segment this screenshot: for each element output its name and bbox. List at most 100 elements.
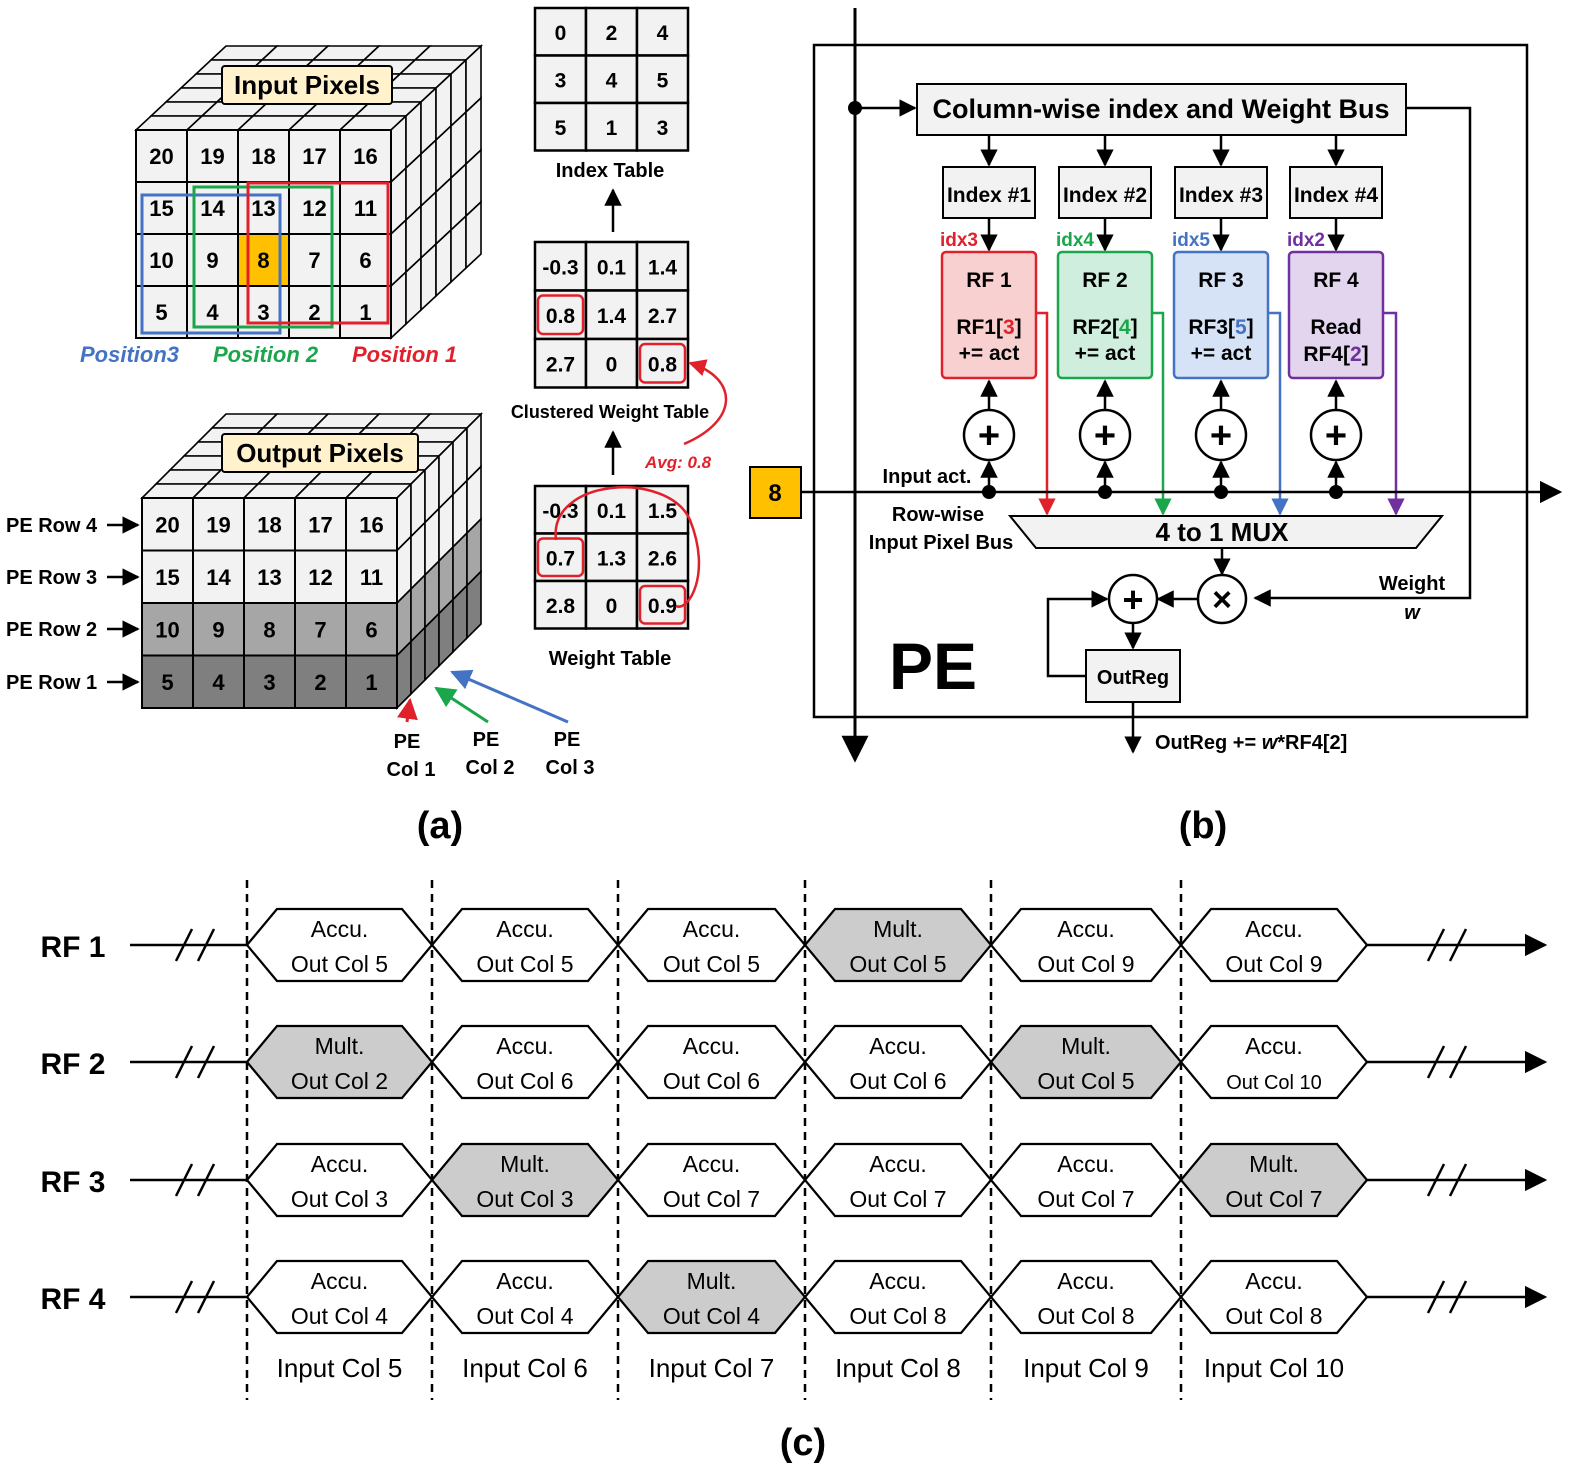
input-col-label: Input Col 6 [462,1353,588,1383]
table-value: 0 [555,22,567,45]
rf-op-line-1: RF1[3] [956,316,1021,339]
pe-frame [812,43,1529,719]
pixel-value: 15 [155,565,179,590]
cell-out-col: Out Col 8 [849,1303,946,1329]
input-value-box [749,466,802,519]
table-cell [533,484,588,535]
position-2-label: Position 2 [213,342,319,367]
weight-symbol: w [1404,602,1421,624]
pe-label: PE [889,629,977,703]
input-pixels-title: Input Pixels [234,70,380,100]
pe-row-4-label: PE Row 4 [6,515,98,537]
pe-row-1-label: PE Row 1 [6,672,97,694]
cell-op: Accu. [1245,1033,1303,1059]
cell-op: Accu. [683,1151,741,1177]
table-value: 2.8 [546,595,576,618]
table-value: 0.9 [648,595,677,618]
cell-out-col: Out Col 3 [291,1186,388,1212]
pixel-value: 2 [308,300,320,325]
table-cell [533,337,588,389]
column-bus-label: Column-wise index and Weight Bus [932,94,1389,124]
pixel-value: 16 [353,144,377,169]
pixel-value: 2 [314,670,326,695]
break-mark [1426,1280,1446,1314]
cube-front-cell [141,602,194,657]
break-mark [174,1045,194,1079]
cell-out-col: Out Col 4 [476,1303,573,1329]
pixel-value: 14 [206,565,231,590]
cell-op: Mult. [500,1151,550,1177]
table-cell [533,6,588,57]
table-value: 1.4 [648,256,678,279]
row-bus-label-2: Input Pixel Bus [869,532,1013,554]
mux [1007,515,1445,549]
table-value: 5 [657,69,669,92]
cell-op: Accu. [311,1151,369,1177]
outreg-equation: OutReg += w*RF4[2] [1155,732,1347,754]
caption-b: (b) [1179,805,1228,847]
index-label: Index #1 [947,184,1031,207]
rf-title: RF 3 [1198,269,1244,292]
break-mark [1448,928,1468,962]
table-cell [635,6,690,57]
input-col-label: Input Col 5 [277,1353,403,1383]
rf-op-line-1: RF3[5] [1188,316,1253,339]
table-value: 0.1 [597,256,627,279]
cube-front-cell [141,549,194,604]
table-value: 0 [606,595,618,618]
pixel-value: 17 [302,144,326,169]
cell-op: Accu. [311,916,369,942]
cell-op: Accu. [1245,916,1303,942]
position-2-window [192,185,334,329]
table-value: 1.5 [648,500,678,523]
break-mark [174,1280,194,1314]
rf-op-text: RF1[ [956,316,1003,339]
output-pixels-label: Output Pixels [221,433,419,473]
cell-out-col: Out Col 9 [1037,951,1134,977]
table-value: 2.7 [546,353,575,376]
table-value: 3 [657,117,669,140]
cell-op: Mult. [1249,1151,1299,1177]
pixel-value: 4 [206,300,219,325]
cube-front-cell [243,497,296,552]
cell-op: Accu. [496,916,554,942]
break-mark [1448,1163,1468,1197]
table-cell [635,101,690,152]
pixel-value: 7 [308,248,320,273]
cell-out-col: Out Col 6 [476,1068,573,1094]
pixel-value: 9 [212,617,224,642]
table-value: 0.7 [546,547,575,570]
table-cell [584,240,639,292]
pixel-value: 20 [149,144,173,169]
input-col-label: Input Col 8 [835,1353,961,1383]
cube-front-cell [294,549,347,604]
idx-label: idx2 [1287,230,1325,251]
rf-row-label: RF 3 [40,1166,105,1199]
caption-c: (c) [780,1422,826,1464]
pixel-value: 13 [251,196,275,221]
output-pixels-title: Output Pixels [236,438,404,468]
pe-col-2-label-b: Col 2 [466,757,515,779]
table-cell [635,337,690,389]
pe-row-3-label: PE Row 3 [6,567,97,589]
index-label: Index #4 [1294,184,1378,207]
cube-front-cell [192,549,245,604]
table-cell [533,54,588,105]
table-value: 5 [555,117,567,140]
cell-out-col: Out Col 9 [1225,951,1322,977]
cell-op: Mult. [315,1033,365,1059]
rf-op-line-2: RF4[2] [1303,343,1368,366]
cell-out-col: Out Col 7 [1037,1186,1134,1212]
outreg-label: OutReg [1097,667,1169,689]
rf-to-mux-line [1036,311,1056,516]
table-cell [584,337,639,389]
table-value: 1.4 [597,305,627,328]
plus-icon: + [1122,579,1143,620]
mux-label: 4 to 1 MUX [1156,517,1290,547]
cluster-ellipse [554,486,701,608]
rf-op-text: ] [1247,316,1254,339]
input-col-label: Input Col 7 [649,1353,775,1383]
